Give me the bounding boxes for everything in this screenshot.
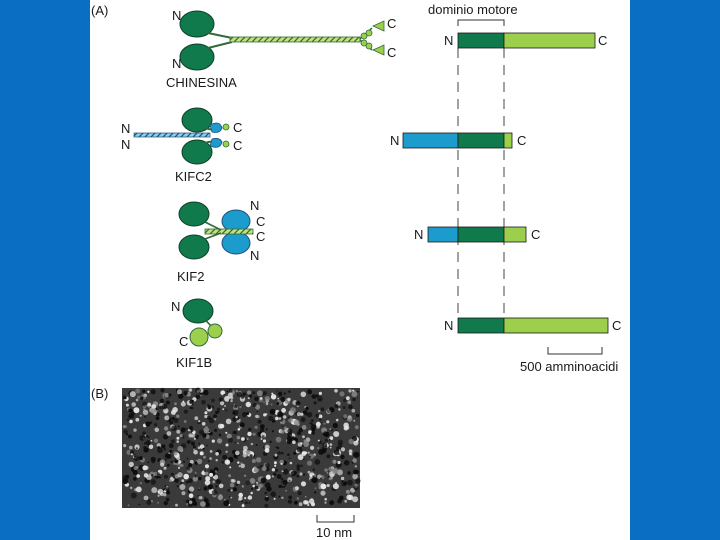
map2-n: N bbox=[390, 133, 399, 148]
aa-scale-label: 500 amminoacidi bbox=[520, 359, 618, 374]
map3-c: C bbox=[531, 227, 540, 242]
nm-scale-label: 10 nm bbox=[316, 525, 352, 540]
map4-c: C bbox=[612, 318, 621, 333]
kif2-name: KIF2 bbox=[177, 269, 204, 284]
kifc2-name: KIFC2 bbox=[175, 169, 212, 184]
kinesin-n-top: N bbox=[172, 8, 181, 23]
kinesin-domain-map bbox=[457, 32, 596, 49]
kif2-n-top: N bbox=[250, 198, 259, 213]
panel-label-b: (B) bbox=[91, 386, 108, 401]
electron-micrograph bbox=[122, 387, 361, 508]
kif2-domain-map bbox=[427, 226, 527, 243]
kinesin-name: CHINESINA bbox=[166, 75, 237, 90]
kif1b-domain-map bbox=[457, 317, 609, 334]
kinesin-c-top: C bbox=[387, 16, 396, 31]
aa-scale-bar bbox=[547, 347, 603, 355]
kinesin-n-bottom: N bbox=[172, 56, 181, 71]
kifc2-n-top: N bbox=[121, 121, 130, 136]
kifc2-n-bottom: N bbox=[121, 137, 130, 152]
kif1b-cartoon bbox=[182, 298, 223, 347]
kif2-c-bottom: C bbox=[256, 229, 265, 244]
kinesin-c-bottom: C bbox=[387, 45, 396, 60]
panel-label-a: (A) bbox=[91, 3, 108, 18]
kif1b-n: N bbox=[171, 299, 180, 314]
nm-scale-bar bbox=[316, 515, 355, 523]
kif2-c-top: C bbox=[256, 214, 265, 229]
kifc2-domain-map bbox=[402, 132, 513, 149]
map1-c: C bbox=[598, 33, 607, 48]
kif2-cartoon bbox=[178, 201, 254, 260]
kif2-n-bottom: N bbox=[250, 248, 259, 263]
kif1b-c: C bbox=[179, 334, 188, 349]
kifc2-c-bottom: C bbox=[233, 138, 242, 153]
kifc2-cartoon bbox=[133, 107, 230, 165]
motor-domain-label: dominio motore bbox=[428, 2, 518, 17]
map3-n: N bbox=[414, 227, 423, 242]
map4-n: N bbox=[444, 318, 453, 333]
motor-domain-bracket bbox=[457, 19, 505, 26]
kifc2-c-top: C bbox=[233, 120, 242, 135]
map2-c: C bbox=[517, 133, 526, 148]
map1-n: N bbox=[444, 33, 453, 48]
kif1b-name: KIF1B bbox=[176, 355, 212, 370]
kinesin-cartoon bbox=[179, 10, 385, 71]
